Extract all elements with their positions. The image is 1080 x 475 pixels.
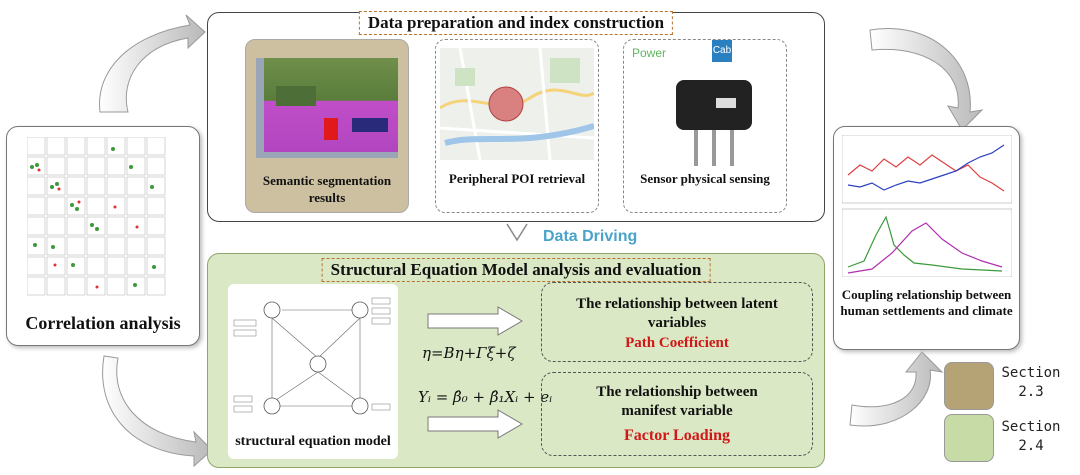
coupling-panel: Coupling relationship between human sett… <box>833 126 1020 350</box>
regression-equation: Yᵢ = β̂₀ + β̂₁Xᵢ + eᵢ <box>418 388 553 406</box>
legend-swatch-section-2-4 <box>944 414 994 462</box>
semantic-segmentation-card: Semantic segmentation results <box>245 39 409 213</box>
card-caption: Semantic segmentation results <box>262 173 392 205</box>
poi-map-image <box>440 48 594 160</box>
correlation-matrix-image <box>27 137 166 296</box>
sem-path-diagram <box>233 297 391 415</box>
down-arrow-icon <box>506 223 528 242</box>
model-caption: structural equation model <box>235 434 391 449</box>
data-driving-label: Data Driving <box>543 228 638 245</box>
correlation-caption: Correlation analysis <box>25 313 181 333</box>
structural-equation: η=Bη+Γξ+ζ <box>422 344 516 362</box>
latent-relationship-box: The relationship between latent variable… <box>541 282 813 362</box>
curved-arrow-icon <box>102 355 213 468</box>
sensor-power-label: Power <box>632 46 667 60</box>
curved-arrow-icon <box>99 14 206 113</box>
poi-retrieval-card: Peripheral POI retrieval <box>435 39 599 213</box>
segmentation-image <box>256 58 398 158</box>
coupling-caption: Coupling relationship between human sett… <box>840 287 1013 318</box>
correlation-panel: Correlation analysis <box>6 126 200 346</box>
data-preparation-panel: Data preparation and index construction … <box>207 11 825 222</box>
time-series-charts-image <box>842 135 1012 277</box>
manifest-relationship-box: The relationship between manifest variab… <box>541 372 813 456</box>
legend-label: Section 2.4 <box>1001 419 1061 454</box>
sem-panel: Structural Equation Model analysis and e… <box>207 253 825 468</box>
section-title: Data preparation and index construction <box>358 11 674 35</box>
section-title: Structural Equation Model analysis and e… <box>321 258 711 282</box>
right-arrow-icon <box>427 306 523 336</box>
card-caption: Sensor physical sensing <box>640 171 770 186</box>
sem-diagram-card: structural equation model <box>228 284 398 459</box>
sensor-card: Power Cab Sensor physical sensing <box>623 39 787 213</box>
path-coefficient-label: Path Coefficient <box>625 335 729 351</box>
factor-loading-label: Factor Loading <box>624 427 730 444</box>
sensor-device-icon <box>676 80 752 166</box>
sensor-tag: Cab <box>712 40 732 62</box>
relation-title: The relationship between manifest variab… <box>596 384 758 419</box>
legend-swatch-section-2-3 <box>944 362 994 410</box>
relation-title: The relationship between latent variable… <box>576 296 778 331</box>
legend-label: Section 2.3 <box>1001 365 1061 400</box>
curved-arrow-icon <box>849 351 944 427</box>
curved-arrow-icon <box>869 28 984 131</box>
card-caption: Peripheral POI retrieval <box>448 171 586 186</box>
right-arrow-icon <box>427 409 523 439</box>
